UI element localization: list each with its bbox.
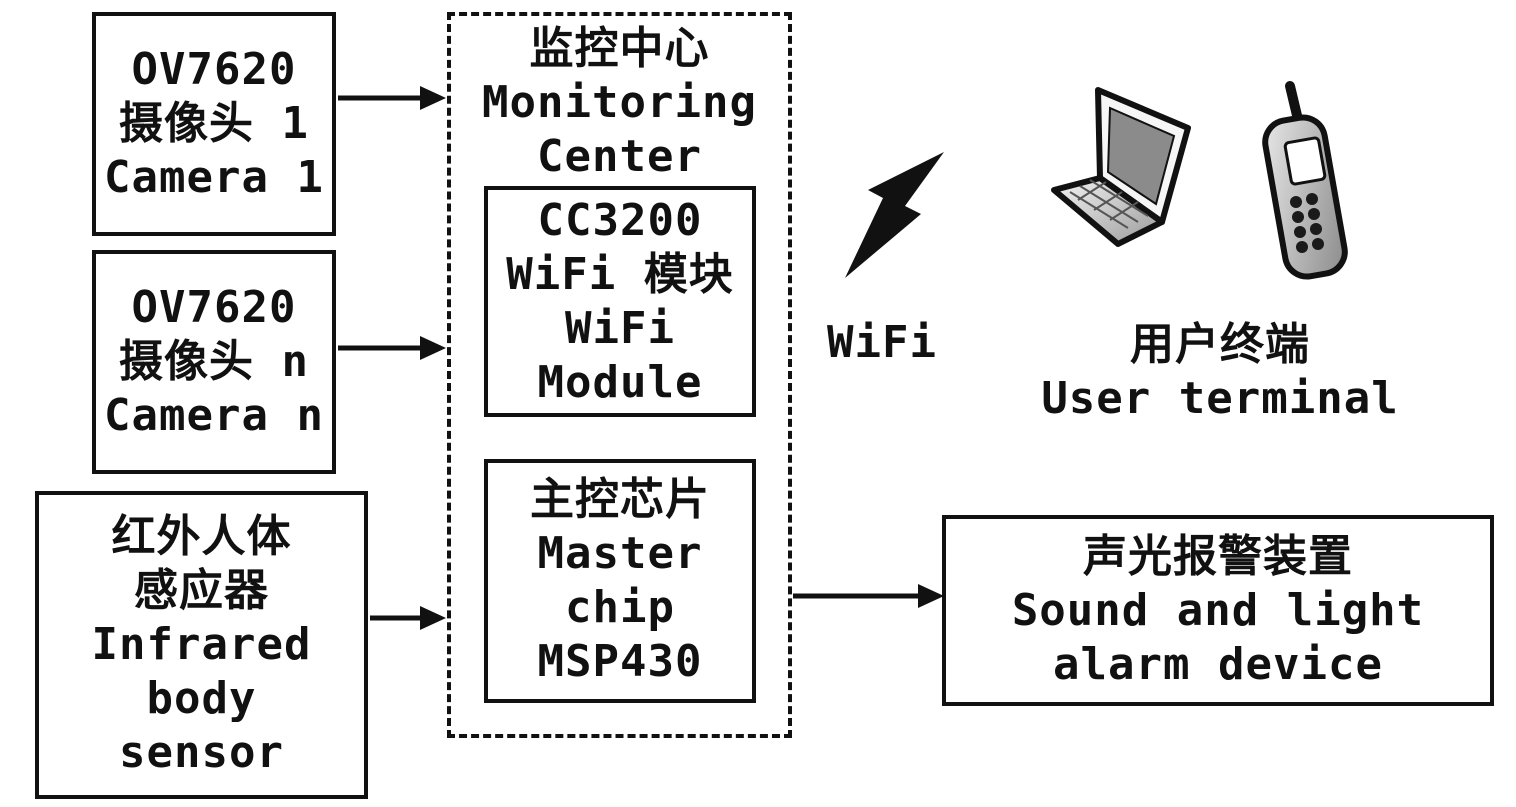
infrared-sensor-en-1: Infrared [91, 619, 312, 670]
infrared-sensor-en-3: sensor [119, 727, 284, 778]
monitoring-center-cn: 监控中心 [529, 23, 710, 74]
lightning-icon [845, 152, 944, 278]
infrared-sensor-box: 红外人体 感应器 Infrared body sensor [35, 491, 368, 799]
wifi-module-en-2: Module [537, 356, 703, 408]
user-terminal-cn: 用户终端 [1130, 319, 1310, 370]
master-chip-cn: 主控芯片 [530, 474, 710, 525]
master-chip-en-1: Master [537, 528, 703, 579]
monitoring-center-en-2: Center [537, 131, 702, 182]
arrow-camera-n [338, 336, 446, 360]
camera-1-en: Camera 1 [104, 152, 324, 203]
arrow-to-alarm [793, 584, 944, 608]
alarm-device-en-1: Sound and light [1011, 584, 1425, 636]
master-chip-box: 主控芯片 Master chip MSP430 [484, 459, 756, 703]
alarm-device-box: 声光报警装置 Sound and light alarm device [942, 515, 1494, 706]
monitoring-center-frame [447, 12, 792, 738]
alarm-device-cn: 声光报警装置 [1083, 530, 1353, 582]
master-chip-en-2: chip [565, 582, 675, 633]
camera-1-cn: 摄像头 1 [119, 98, 309, 149]
arrow-camera-1 [338, 86, 446, 110]
master-chip-en-3: MSP430 [537, 636, 703, 687]
infrared-sensor-cn-1: 红外人体 [111, 511, 292, 562]
infrared-sensor-cn-2: 感应器 [134, 565, 269, 616]
wifi-module-box: CC3200 WiFi 模块 WiFi Module [484, 186, 756, 417]
alarm-device-en-2: alarm device [1053, 638, 1383, 690]
mobile-phone-icon [1262, 81, 1348, 280]
wifi-label: WiFi [827, 317, 937, 368]
camera-1-box: OV7620 摄像头 1 Camera 1 [92, 12, 336, 236]
camera-n-model: OV7620 [131, 282, 297, 333]
user-terminal-label: 用户终端 User terminal [1000, 318, 1440, 426]
camera-n-en: Camera n [104, 390, 324, 441]
wifi-module-model: CC3200 [537, 194, 703, 246]
arrow-infrared-sensor [370, 606, 446, 630]
camera-n-box: OV7620 摄像头 n Camera n [92, 250, 336, 474]
monitoring-center-en-1: Monitoring [482, 77, 757, 128]
wifi-module-en-1: WiFi [565, 302, 675, 354]
laptop-icon [1051, 87, 1191, 247]
user-terminal-en: User terminal [1041, 373, 1399, 424]
infrared-sensor-en-2: body [146, 673, 257, 724]
wifi-label-wrap: WiFi [812, 316, 952, 370]
camera-1-model: OV7620 [131, 44, 297, 95]
camera-n-cn: 摄像头 n [119, 336, 309, 387]
wifi-module-cn: WiFi 模块 [506, 248, 734, 300]
monitoring-center-title: 监控中心 Monitoring Center [447, 22, 792, 184]
